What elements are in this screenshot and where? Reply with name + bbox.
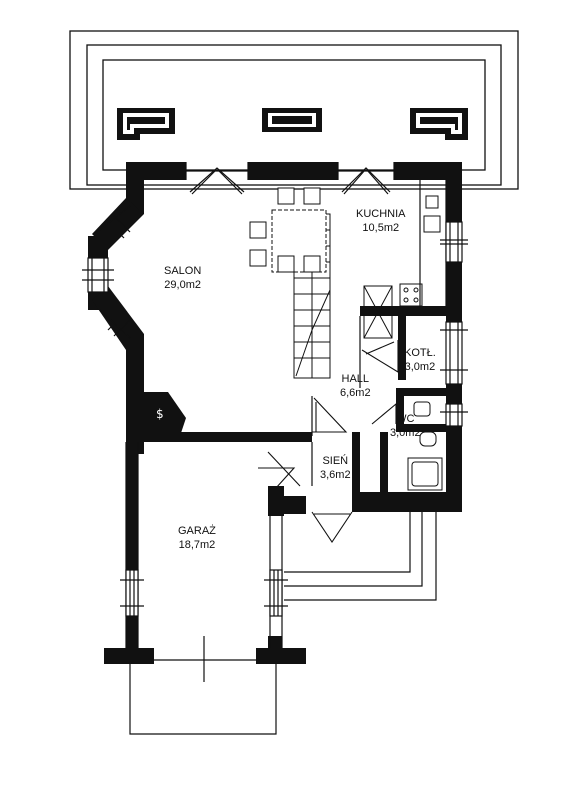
room-garaz-name: GARAŻ: [178, 525, 216, 537]
window-bay-upper: [99, 205, 131, 239]
terrace-planters: [117, 108, 468, 140]
room-hall-name: HALL: [341, 373, 370, 385]
wc-toilet: [419, 431, 437, 447]
planter-left: [117, 108, 175, 140]
wall-left-mid: [126, 334, 144, 454]
stove: [399, 283, 423, 307]
room-kotl-name: KOTŁ.: [404, 347, 436, 359]
window-boiler: [440, 321, 468, 385]
room-sien-name: SIEŃ: [322, 455, 349, 467]
window-garage-left: [120, 569, 144, 617]
door-entrance: [311, 511, 353, 543]
window-garage-right: [264, 569, 288, 617]
wall-hall-lower: [352, 432, 360, 512]
room-kuchnia: KUCHNIA 10,5m2: [356, 207, 406, 235]
wall-top-3: [394, 162, 462, 180]
room-wc-name: WC: [396, 413, 415, 425]
room-kuchnia-name: KUCHNIA: [356, 208, 406, 220]
window-bay-side: [82, 257, 114, 293]
room-hall-area: 6,6m2: [340, 387, 371, 399]
door-boiler: [361, 340, 399, 373]
wall-salon-garage: [126, 432, 276, 442]
terrace-mid: [86, 44, 502, 186]
room-kotl-area: 3,0m2: [404, 361, 436, 373]
windows: [82, 205, 468, 617]
wall-left-upper: [126, 162, 144, 214]
window-wc: [440, 403, 468, 427]
window-kitchen: [440, 221, 468, 263]
room-kuchnia-area: 10,5m2: [362, 222, 400, 234]
wall-boiler-left: [398, 306, 406, 380]
wall-sien-right: [380, 432, 388, 496]
door-wc: [371, 402, 397, 425]
room-sien-area: 3,6m2: [320, 469, 351, 481]
dining-set: [249, 187, 327, 273]
fireplace: [144, 392, 186, 436]
wc-fixtures: [407, 401, 443, 491]
room-salon-area: 29,0m2: [164, 279, 201, 291]
room-kotl: KOTŁ. 3,0m2: [404, 346, 436, 374]
planter-right: [410, 108, 468, 140]
room-salon-name: SALON: [164, 265, 202, 277]
wall-bottom-right: [356, 492, 462, 512]
wall-hall-short: [276, 432, 312, 442]
shower: [407, 457, 443, 491]
interior-doors: [258, 340, 399, 543]
room-sien: SIEŃ 3,6m2: [320, 454, 351, 482]
room-garaz: GARAŻ 18,7m2: [178, 524, 216, 552]
kitchen-fixtures: [363, 195, 441, 339]
room-wc-area: 3,0m2: [390, 427, 421, 439]
room-garaz-area: 18,7m2: [178, 539, 216, 551]
door-garage: [258, 467, 296, 489]
boiler-unit: [363, 285, 393, 339]
fireplace-symbol: $: [156, 407, 164, 421]
wc-sink: [413, 401, 431, 417]
door-kitchen-terrace: [337, 162, 395, 195]
window-bay-lower: [99, 309, 131, 339]
wall-sien-bottom: [268, 496, 306, 514]
post-right-vert: [268, 636, 282, 664]
post-left-vert: [126, 636, 138, 664]
kitchen-sink: [423, 215, 441, 233]
wall-wc-left: [396, 388, 404, 428]
room-salon: SALON 29,0m2: [164, 264, 201, 292]
wall-wc-bottom: [396, 424, 446, 432]
wall-top-2: [248, 162, 338, 180]
room-wc: WC 3,0m2: [390, 412, 421, 440]
wall-wc-top: [396, 388, 446, 396]
planter-middle: [262, 108, 322, 132]
room-hall: HALL 6,6m2: [340, 372, 371, 400]
door-salon-terrace: [185, 162, 249, 195]
door-hall-sien: [312, 397, 348, 433]
terrace-doors: [185, 162, 395, 195]
